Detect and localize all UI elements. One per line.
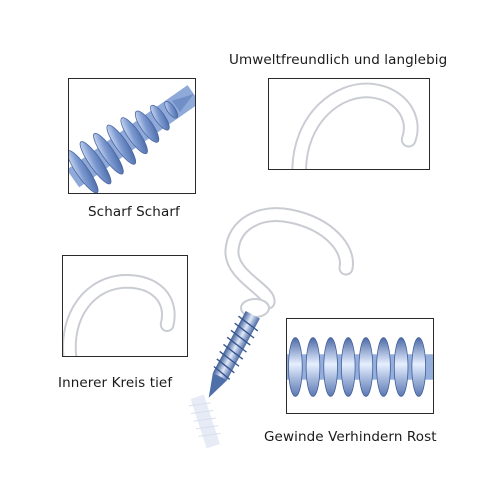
thread-image — [287, 319, 433, 413]
caption-eco: Umweltfreundlich und langlebig — [229, 52, 448, 68]
caption-inner-circle: Innerer Kreis tief — [58, 375, 173, 391]
cup-hook-image — [188, 207, 354, 449]
inner-circle-image — [63, 256, 187, 356]
caption-sharp: Scharf Scharf — [88, 204, 180, 220]
hook-curve-closeup-panel — [268, 78, 430, 170]
caption-thread: Gewinde Verhindern Rost — [264, 429, 437, 445]
screw-tip-image — [69, 79, 195, 193]
screw-tip-closeup-panel — [68, 78, 196, 194]
cup-hook-product — [170, 180, 370, 490]
thread-closeup-panel — [286, 318, 434, 414]
hook-curve-image — [269, 79, 429, 169]
inner-circle-closeup-panel — [62, 255, 188, 357]
